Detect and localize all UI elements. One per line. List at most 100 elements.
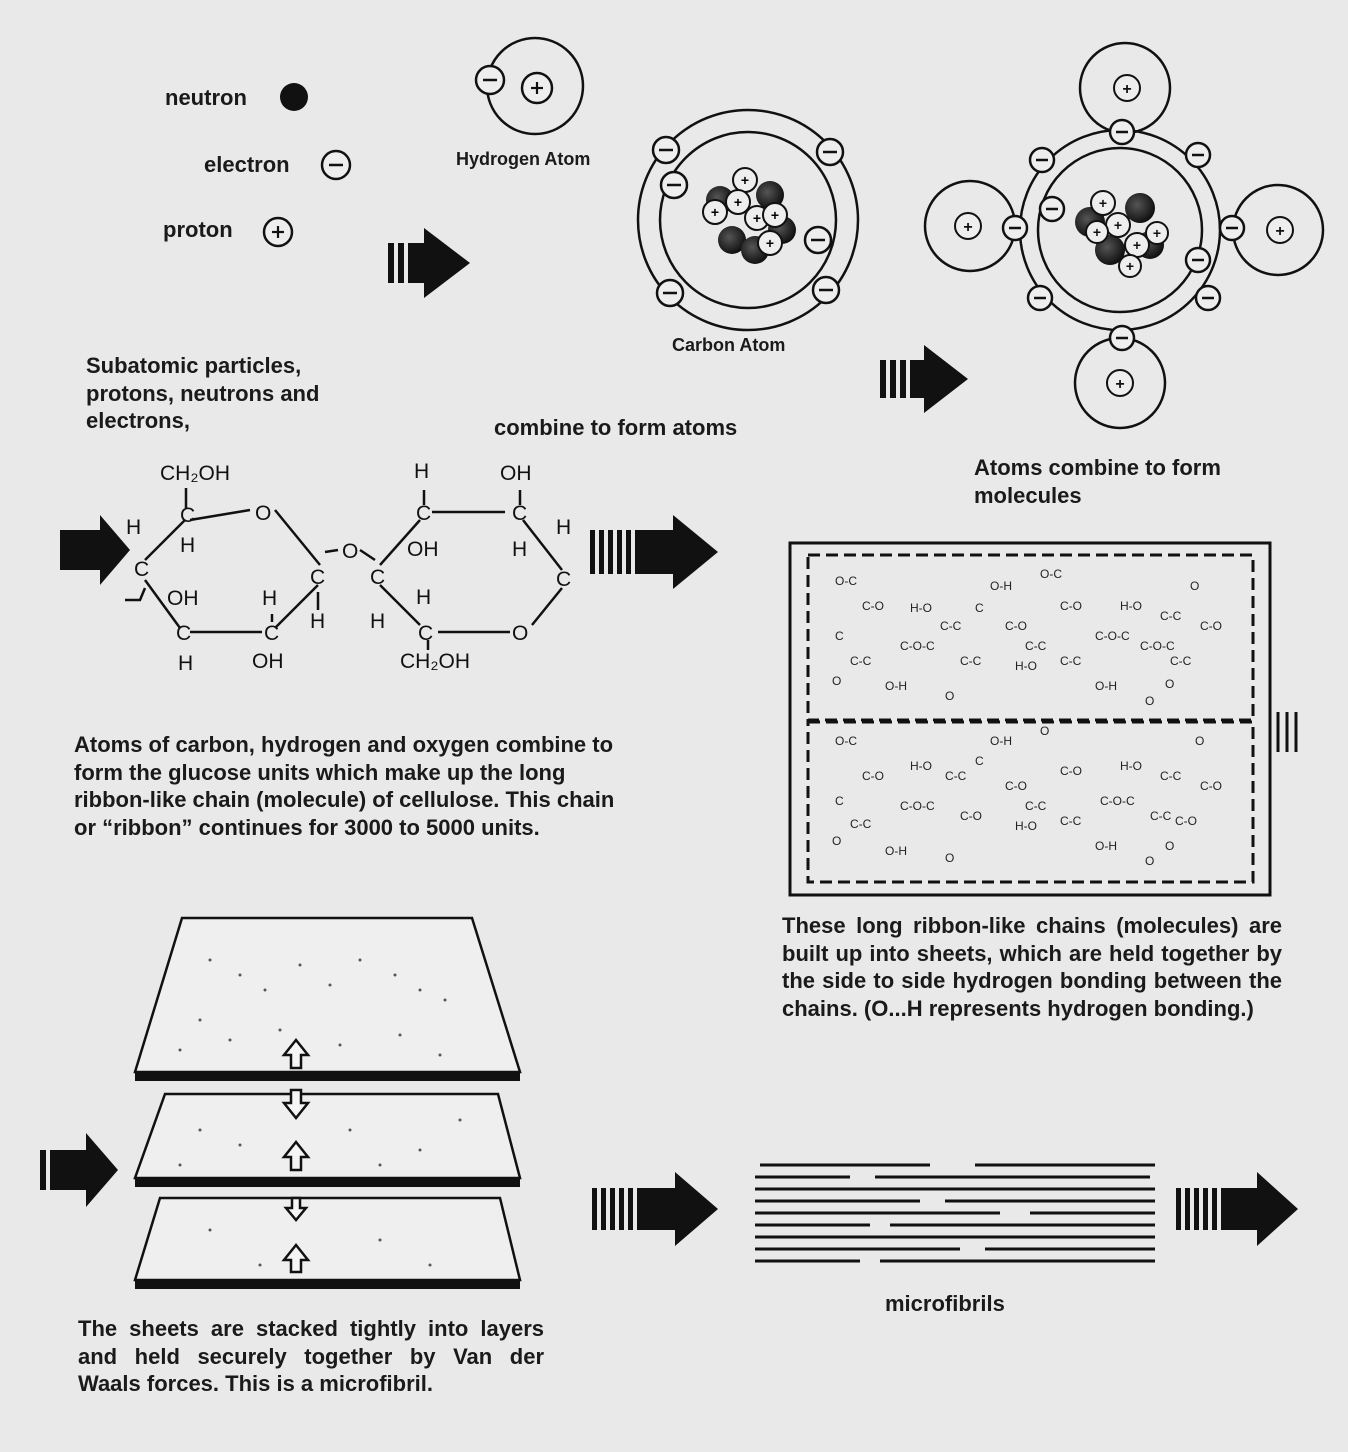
svg-text:C-C: C-C: [1170, 654, 1192, 668]
svg-text:C-O: C-O: [1200, 619, 1222, 633]
svg-text:C: C: [512, 502, 527, 525]
svg-text:C-O: C-O: [1175, 814, 1197, 828]
svg-text:+: +: [1114, 217, 1122, 233]
svg-text:C-O: C-O: [1060, 599, 1082, 613]
svg-text:C-C: C-C: [1150, 809, 1172, 823]
svg-text:C-C: C-C: [1060, 654, 1082, 668]
svg-text:H-O: H-O: [910, 601, 932, 615]
svg-text:C-O: C-O: [1005, 779, 1027, 793]
svg-text:O: O: [945, 851, 954, 865]
svg-text:+: +: [741, 172, 749, 188]
svg-text:C: C: [556, 568, 571, 591]
carbon-atom-illustration: + + + + + +: [636, 108, 860, 332]
glucose-caption: Atoms of carbon, hydrogen and oxygen com…: [74, 732, 615, 840]
svg-text:H: H: [126, 516, 141, 539]
subatomic-caption: Subatomic particles, protons, neutrons a…: [86, 353, 320, 433]
svg-text:C: C: [370, 566, 385, 589]
svg-text:C: C: [975, 754, 984, 768]
svg-text:H-O: H-O: [1015, 819, 1037, 833]
hydrogen-atom-illustration: [474, 36, 585, 136]
sheet-layer-top: [133, 916, 522, 1081]
svg-text:H: H: [178, 652, 193, 675]
van-der-waals-arrows: [281, 1037, 311, 1274]
svg-text:O-H: O-H: [990, 579, 1012, 593]
svg-text:+: +: [1275, 223, 1284, 240]
neutron-label: neutron: [165, 85, 247, 110]
svg-text:H: H: [262, 587, 277, 610]
hydrogen-atom-label: Hydrogen Atom: [456, 149, 591, 169]
svg-text:O-H: O-H: [885, 679, 907, 693]
svg-text:C-O: C-O: [1200, 779, 1222, 793]
methane-electrons: [1001, 118, 1246, 352]
svg-text:+: +: [1099, 195, 1107, 211]
svg-text:H: H: [310, 610, 325, 633]
sheet-layer-bottom: [133, 1196, 522, 1289]
svg-text:C-O-C: C-O-C: [1140, 639, 1175, 653]
svg-text:O: O: [1190, 579, 1199, 593]
proton-symbol: [262, 216, 294, 248]
svg-text:O-H: O-H: [1095, 679, 1117, 693]
svg-text:+: +: [1093, 224, 1101, 240]
microfibril-bundle: [755, 1163, 1155, 1263]
arrow-stack-to-microfibrils: [592, 1172, 718, 1246]
arrow-into-glucose: [60, 515, 130, 585]
svg-text:C: C: [176, 622, 191, 645]
svg-text:+: +: [771, 207, 779, 223]
carbon-electrons: [651, 135, 845, 308]
svg-text:C-O-C: C-O-C: [900, 799, 935, 813]
svg-text:+: +: [711, 204, 719, 220]
svg-text:O: O: [832, 674, 841, 688]
svg-text:C-C: C-C: [1060, 814, 1082, 828]
svg-text:H-O: H-O: [1015, 659, 1037, 673]
svg-text:C-O-C: C-O-C: [900, 639, 935, 653]
arrow-atoms-to-molecules: [880, 345, 968, 413]
svg-text:O: O: [342, 540, 358, 563]
atoms-molecules-caption: Atoms combine to form molecules: [974, 455, 1221, 508]
svg-text:C: C: [134, 558, 149, 581]
svg-text:C: C: [975, 601, 984, 615]
svg-text:+: +: [1115, 376, 1124, 393]
arrow-particles-to-atoms: [388, 228, 470, 298]
svg-text:C-O-C: C-O-C: [1100, 794, 1135, 808]
svg-text:C: C: [418, 622, 433, 645]
ribbon-chain-top: O-CC-OCC-CO O-HH-OC-CC O-HC-O-CC-CO C-OO…: [832, 567, 1222, 708]
svg-text:C-C: C-C: [1160, 769, 1182, 783]
svg-text:O: O: [832, 834, 841, 848]
svg-text:C-C: C-C: [960, 654, 982, 668]
svg-text:C: C: [835, 794, 844, 808]
svg-text:O: O: [1040, 724, 1049, 738]
svg-text:H: H: [556, 516, 571, 539]
svg-text:O-C: O-C: [835, 734, 857, 748]
svg-text:OH: OH: [252, 650, 284, 673]
ch2oh-bottom-label: CH₂OH: [400, 650, 470, 673]
svg-text:+: +: [734, 194, 742, 210]
combine-atoms-caption: combine to form atoms: [494, 415, 738, 440]
svg-text:H: H: [414, 460, 429, 483]
svg-text:C: C: [416, 502, 431, 525]
svg-text:+: +: [1133, 237, 1141, 253]
methane-molecule-illustration: ++++ ++++++: [923, 41, 1325, 430]
svg-text:C-O: C-O: [862, 599, 884, 613]
svg-text:C: C: [180, 504, 195, 527]
neutron-symbol: [280, 83, 308, 111]
svg-text:H: H: [180, 534, 195, 557]
glucose-chain-atom-labels: CH₂OH C O H H C OH C H H C OH C H O C H …: [126, 460, 571, 675]
svg-text:C-C: C-C: [1160, 609, 1182, 623]
sheet-of-chains: O-CC-OCC-CO O-HH-OC-CC O-HC-O-CC-CO C-OO…: [788, 541, 1298, 897]
svg-text:O: O: [1165, 839, 1174, 853]
svg-text:C-O: C-O: [960, 809, 982, 823]
arrow-into-stack: [40, 1133, 118, 1207]
svg-text:+: +: [766, 235, 774, 251]
svg-text:H: H: [512, 538, 527, 561]
ch2oh-top-label: CH₂OH: [160, 462, 230, 485]
carbon-nucleus: + + + + + +: [702, 167, 796, 264]
svg-text:C-O: C-O: [1060, 764, 1082, 778]
svg-text:C-C: C-C: [945, 769, 967, 783]
svg-text:O-C: O-C: [835, 574, 857, 588]
svg-text:OH: OH: [500, 462, 532, 485]
svg-text:O: O: [512, 622, 528, 645]
svg-text:C-C: C-C: [850, 817, 872, 831]
carbon-atom-label: Carbon Atom: [672, 335, 786, 355]
